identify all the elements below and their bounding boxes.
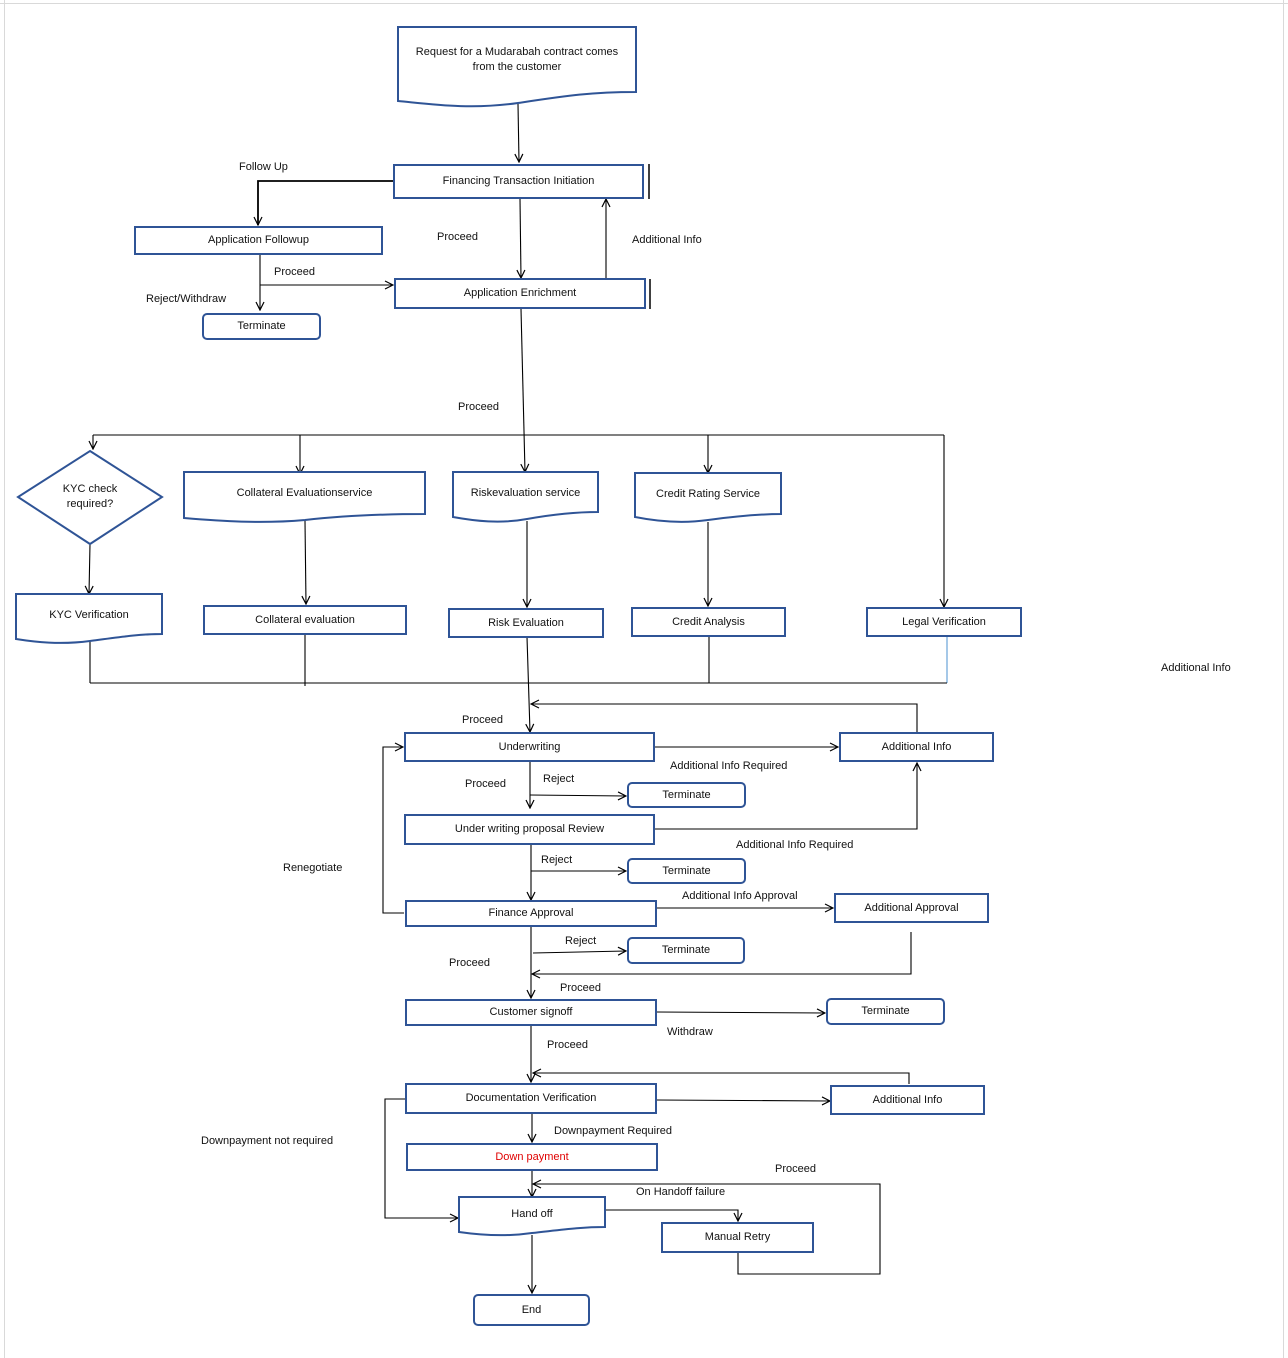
decision-shape-kyc: [16, 449, 164, 546]
kyc-check-decision[interactable]: KYC check required?: [38, 478, 142, 516]
kyc-verification-doc[interactable]: KYC Verification: [18, 600, 160, 630]
collateral-evaluation-label: Collateral evaluation: [255, 613, 355, 626]
additional-info-label-2: Additional Info: [872, 1093, 943, 1106]
application-followup-label: Application Followup: [208, 234, 309, 247]
terminate-box-1[interactable]: Terminate: [202, 313, 321, 340]
collateral-evaluation-box[interactable]: Collateral evaluation: [203, 605, 407, 635]
label-proceed-5: Proceed: [465, 778, 506, 790]
down-payment-label: Down payment: [495, 1150, 569, 1163]
additional-info-box-1[interactable]: Additional Info: [839, 732, 994, 762]
additional-info-label-1: Additional Info: [881, 740, 952, 753]
collateral-evaluation-service-label: Collateral Evaluationservice: [236, 486, 373, 499]
label-reject-withdraw: Reject/Withdraw: [146, 293, 227, 305]
label-proceed-3: Proceed: [458, 401, 499, 413]
application-enrichment-box[interactable]: Application Enrichment: [394, 278, 646, 309]
terminate-label-1: Terminate: [237, 320, 286, 333]
documentation-verification-box[interactable]: Documentation Verification: [405, 1083, 657, 1114]
documentation-verification-label: Documentation Verification: [465, 1092, 597, 1105]
additional-approval-box[interactable]: Additional Approval: [834, 893, 989, 923]
manual-retry-box[interactable]: Manual Retry: [661, 1222, 814, 1253]
doc-shape-risk-service: [452, 471, 599, 523]
label-reject-3: Reject: [565, 935, 597, 947]
underwriting-box[interactable]: Underwriting: [404, 732, 655, 762]
finance-approval-box[interactable]: Finance Approval: [405, 900, 657, 927]
credit-rating-service-doc[interactable]: Credit Rating Service: [637, 479, 779, 509]
label-renegotiate: Renegotiate: [283, 862, 343, 874]
terminate-label-4: Terminate: [661, 944, 711, 957]
terminate-label-3: Terminate: [662, 864, 711, 877]
collateral-evaluation-service-doc[interactable]: Collateral Evaluationservice: [186, 478, 423, 508]
label-additional-info-top: Additional Info: [632, 234, 702, 246]
risk-evaluation-label: Risk Evaluation: [488, 616, 564, 629]
label-proceed-2: Proceed: [274, 266, 315, 278]
finance-approval-label: Finance Approval: [488, 907, 574, 920]
label-downpayment-required: Downpayment Required: [554, 1125, 673, 1137]
additional-info-box-2[interactable]: Additional Info: [830, 1085, 985, 1115]
terminate-label-5: Terminate: [861, 1005, 910, 1018]
label-proceed-6: Proceed: [449, 957, 490, 969]
legal-verification-label: Legal Verification: [902, 615, 986, 628]
terminate-label-2: Terminate: [662, 788, 711, 801]
underwriting-proposal-review-label: Under writing proposal Review: [454, 823, 605, 836]
label-additional-info-required-1: Additional Info Required: [670, 760, 788, 772]
legal-verification-box[interactable]: Legal Verification: [866, 607, 1022, 637]
request-document: Request for a Mudarabah contract comes f…: [400, 36, 634, 84]
label-proceed-7: Proceed: [560, 982, 601, 994]
risk-evaluation-service-label: Riskevaluation service: [470, 486, 581, 499]
doc-shape-hand-off: [458, 1196, 606, 1237]
financing-transaction-initiation-box[interactable]: Financing Transaction Initiation: [393, 164, 644, 199]
terminate-box-2[interactable]: Terminate: [627, 782, 746, 808]
label-downpayment-not-required: Downpayment not required: [201, 1135, 334, 1147]
doc-shape-request: [397, 26, 637, 108]
label-additional-info-required-2: Additional Info Required: [736, 839, 854, 851]
financing-transaction-initiation-label: Financing Transaction Initiation: [442, 175, 595, 188]
request-text: Request for a Mudarabah contract comes f…: [415, 46, 619, 73]
credit-analysis-box[interactable]: Credit Analysis: [631, 607, 786, 637]
label-withdraw: Withdraw: [667, 1026, 713, 1038]
label-follow-up: Follow Up: [239, 161, 288, 173]
terminate-box-5[interactable]: Terminate: [826, 998, 945, 1025]
application-enrichment-label: Application Enrichment: [463, 287, 577, 300]
terminate-box-4[interactable]: Terminate: [627, 937, 745, 964]
customer-signoff-box[interactable]: Customer signoff: [405, 999, 657, 1026]
doc-shape-credit-service: [634, 472, 782, 523]
label-proceed-9: Proceed: [775, 1163, 816, 1175]
hand-off-doc[interactable]: Hand off: [461, 1201, 603, 1227]
application-followup-box[interactable]: Application Followup: [134, 226, 383, 255]
doc-shape-kyc-verification: [15, 593, 163, 644]
customer-signoff-label: Customer signoff: [489, 1006, 573, 1019]
underwriting-proposal-review-box[interactable]: Under writing proposal Review: [404, 814, 655, 845]
label-additional-info-right: Additional Info: [1161, 662, 1231, 674]
hand-off-label: Hand off: [511, 1207, 553, 1220]
doc-shape-collateral-service: [183, 471, 426, 523]
credit-rating-service-label: Credit Rating Service: [656, 487, 760, 500]
end-label: End: [521, 1303, 542, 1316]
risk-evaluation-box[interactable]: Risk Evaluation: [448, 608, 604, 638]
label-on-handoff-failure: On Handoff failure: [636, 1186, 726, 1198]
end-box[interactable]: End: [473, 1294, 590, 1326]
kyc-check-label: KYC check required?: [62, 483, 118, 510]
label-proceed-1: Proceed: [437, 231, 478, 243]
label-proceed-8: Proceed: [547, 1039, 588, 1051]
label-reject-2: Reject: [541, 854, 573, 866]
down-payment-box[interactable]: Down payment: [406, 1143, 658, 1171]
risk-evaluation-service-doc[interactable]: Riskevaluation service: [455, 478, 596, 508]
underwriting-label: Underwriting: [498, 740, 561, 753]
label-proceed-4: Proceed: [462, 714, 503, 726]
manual-retry-label: Manual Retry: [704, 1231, 771, 1244]
kyc-verification-label: KYC Verification: [49, 608, 129, 621]
terminate-box-3[interactable]: Terminate: [627, 858, 746, 884]
credit-analysis-label: Credit Analysis: [672, 615, 745, 628]
label-reject-1: Reject: [543, 773, 575, 785]
label-additional-info-approval: Additional Info Approval: [682, 890, 798, 902]
additional-approval-label: Additional Approval: [864, 901, 959, 914]
